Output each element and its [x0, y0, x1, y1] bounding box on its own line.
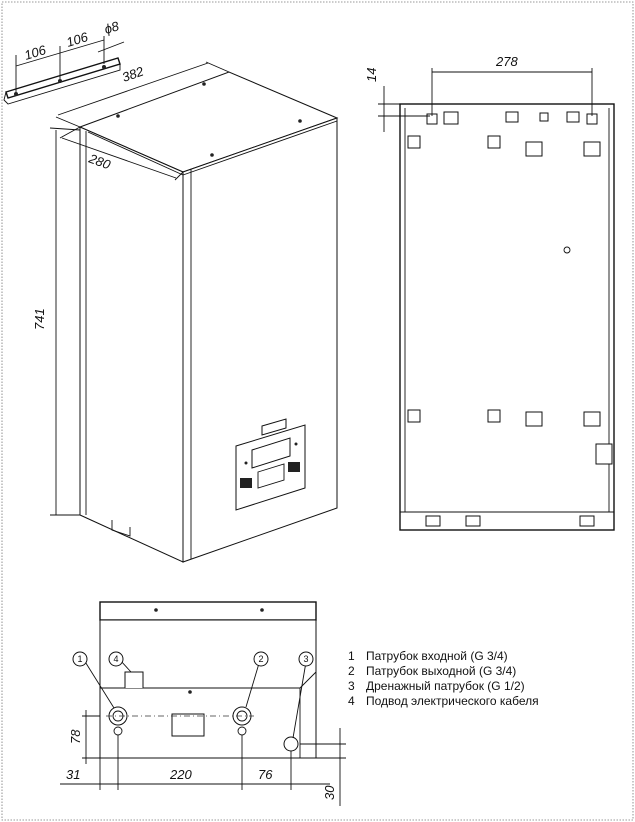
legend-num-1: 1	[348, 649, 355, 663]
dim-bottom-31: 31	[66, 767, 80, 782]
legend-text-3: Дренажный патрубок (G 1/2)	[366, 679, 525, 693]
dim-back-14: 14	[364, 68, 379, 82]
callout-3-label: 3	[303, 654, 308, 664]
dim-depth-382: 382	[120, 63, 146, 84]
callout-1-label: 1	[77, 654, 82, 664]
side-face	[79, 126, 184, 563]
dim-bottom-78: 78	[68, 729, 83, 744]
legend-item-4: 4 Подвод электрического кабеля	[348, 694, 539, 708]
legend-text-2: Патрубок выходной (G 3/4)	[366, 664, 516, 678]
callout-1: 1	[72, 651, 88, 667]
dim-bottom-76: 76	[258, 767, 273, 782]
legend-text-4: Подвод электрического кабеля	[366, 694, 539, 708]
mounting-bracket: 106 106 ϕ8	[3, 18, 125, 105]
legend-item-3: 3 Дренажный патрубок (G 1/2)	[348, 679, 525, 693]
dim-bottom-30: 30	[322, 785, 337, 800]
callout-4: 4	[108, 651, 124, 667]
legend-item-1: 1 Патрубок входной (G 3/4)	[348, 649, 508, 663]
boiler-bottom-view: 78 31 220 76 30 1 4 2 3	[60, 601, 346, 806]
callout-3: 3	[298, 651, 314, 667]
control-panel	[235, 418, 306, 511]
legend: 1 Патрубок входной (G 3/4) 2 Патрубок вы…	[348, 649, 539, 708]
legend-num-2: 2	[348, 664, 355, 678]
dim-back-278: 278	[495, 54, 518, 69]
callout-2: 2	[253, 651, 269, 667]
legend-num-4: 4	[348, 694, 355, 708]
callout-4-label: 4	[113, 654, 118, 664]
legend-text-1: Патрубок входной (G 3/4)	[366, 649, 508, 663]
dim-bracket-106-a: 106	[22, 42, 48, 63]
boiler-back-view: 278 14	[364, 54, 615, 531]
legend-item-2: 2 Патрубок выходной (G 3/4)	[348, 664, 516, 678]
callout-2-label: 2	[258, 654, 263, 664]
dim-bottom-220: 220	[169, 767, 192, 782]
dim-bracket-106-b: 106	[64, 29, 90, 50]
boiler-isometric-view: 382 280 741	[32, 61, 339, 563]
dim-bracket-hole: ϕ8	[102, 18, 121, 37]
dim-height-741: 741	[32, 308, 47, 330]
legend-num-3: 3	[348, 679, 355, 693]
